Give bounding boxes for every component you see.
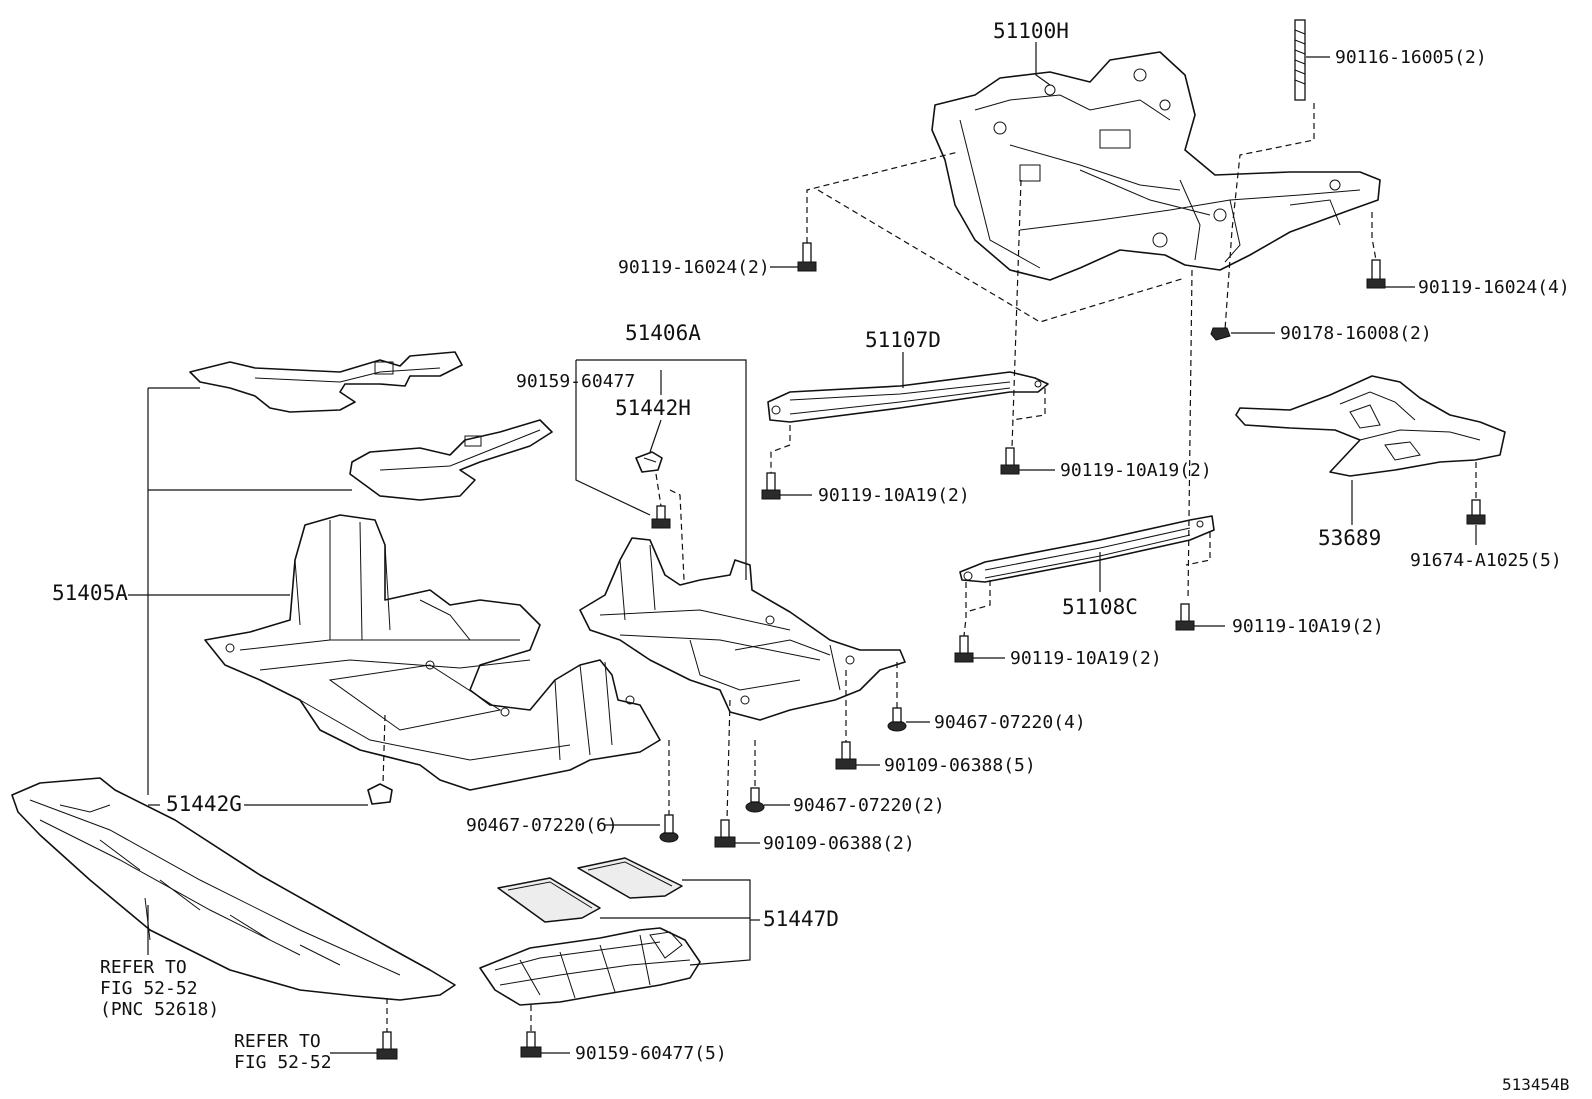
callout-51447D: 51447D <box>763 907 839 931</box>
note-refer2-line1: REFER TO <box>234 1031 321 1052</box>
note-refer1-line2: FIG 52-52 <box>100 978 198 999</box>
callout-90109-06388-2: 90109-06388(2) <box>763 833 915 854</box>
callout-labels: 51100H 90116-16005(2) 90119-16024(2) 901… <box>52 19 1570 1094</box>
callout-90119-10A19-d: 90119-10A19(2) <box>1232 616 1384 637</box>
callout-51100H: 51100H <box>993 19 1069 43</box>
callout-90467-07220-6: 90467-07220(6) <box>466 815 618 836</box>
cover-piece-upper[interactable] <box>189 351 463 413</box>
leader-lines <box>128 42 1477 1054</box>
bolt-90119-10A19-a[interactable] <box>761 472 781 500</box>
bolt-90119-16024-right[interactable] <box>1366 259 1386 289</box>
nut-90178-16008[interactable] <box>1210 327 1231 341</box>
callout-51107D: 51107D <box>865 328 941 352</box>
callout-51108C: 51108C <box>1062 595 1138 619</box>
callout-51406A: 51406A <box>625 321 701 345</box>
bolt-90109-06388-5[interactable] <box>835 741 857 770</box>
callout-90467-07220-2: 90467-07220(2) <box>793 795 945 816</box>
crossmember-51100H[interactable] <box>931 51 1381 281</box>
callout-90159-60477-5: 90159-60477(5) <box>575 1043 727 1064</box>
under-cover-51406A[interactable] <box>579 537 906 721</box>
bolt-90119-10A19-c[interactable] <box>954 635 974 663</box>
note-refer1-line3: (PNC 52618) <box>100 999 219 1020</box>
callout-51405A: 51405A <box>52 581 128 605</box>
callout-90119-16024-left: 90119-16024(2) <box>618 257 770 278</box>
callout-91674-A1025: 91674-A1025(5) <box>1410 550 1562 571</box>
clip-90467-07220-4[interactable] <box>887 707 907 732</box>
callout-90467-07220-4: 90467-07220(4) <box>934 712 1086 733</box>
callout-90116-16005: 90116-16005(2) <box>1335 47 1487 68</box>
callout-90119-10A19-a: 90119-10A19(2) <box>818 485 970 506</box>
callout-51442H: 51442H <box>615 396 691 420</box>
pad-51447D-right[interactable] <box>577 857 683 899</box>
bolt-91674-A1025[interactable] <box>1466 499 1486 525</box>
pad-51447D-left[interactable] <box>497 877 601 923</box>
cover-piece-middle[interactable] <box>349 419 553 501</box>
bolt-90119-16024-left[interactable] <box>797 242 817 272</box>
note-refer2-line2: FIG 52-52 <box>234 1052 332 1073</box>
callout-90159-60477-top: 90159-60477 <box>516 371 635 392</box>
note-refer1-line1: REFER TO <box>100 957 187 978</box>
figure-id: 513454B <box>1502 1075 1569 1094</box>
bolt-refer-fig[interactable] <box>376 1031 398 1060</box>
stud-90116-16005[interactable] <box>1294 19 1306 101</box>
callout-90119-10A19-c: 90119-10A19(2) <box>1010 648 1162 669</box>
alignment-lines <box>382 103 1477 1032</box>
callout-90109-06388-5: 90109-06388(5) <box>884 755 1036 776</box>
clip-51442G[interactable] <box>367 783 393 805</box>
under-panel-51447D[interactable] <box>479 927 701 1006</box>
bolt-90159-60477-top[interactable] <box>651 505 671 529</box>
callout-90119-10A19-b: 90119-10A19(2) <box>1060 460 1212 481</box>
callout-53689: 53689 <box>1318 526 1381 550</box>
brace-51107D[interactable] <box>767 371 1049 423</box>
clip-51442H[interactable] <box>635 451 663 473</box>
callout-51442G: 51442G <box>166 792 242 816</box>
bracket-53689[interactable] <box>1235 375 1506 477</box>
bolt-90119-10A19-d[interactable] <box>1175 603 1195 631</box>
callout-90178-16008: 90178-16008(2) <box>1280 323 1432 344</box>
front-spoiler-cover[interactable] <box>11 777 456 1001</box>
bolt-90119-10A19-b[interactable] <box>1000 447 1020 475</box>
clip-90467-07220-2[interactable] <box>745 787 765 813</box>
callout-90119-16024-right: 90119-16024(4) <box>1418 277 1570 298</box>
bolt-90109-06388-2[interactable] <box>714 819 736 848</box>
brace-51108C[interactable] <box>959 515 1215 583</box>
under-cover-51405A[interactable] <box>204 514 661 791</box>
bolt-90159-60477-5[interactable] <box>520 1031 542 1058</box>
clip-90467-07220-6[interactable] <box>659 814 679 843</box>
